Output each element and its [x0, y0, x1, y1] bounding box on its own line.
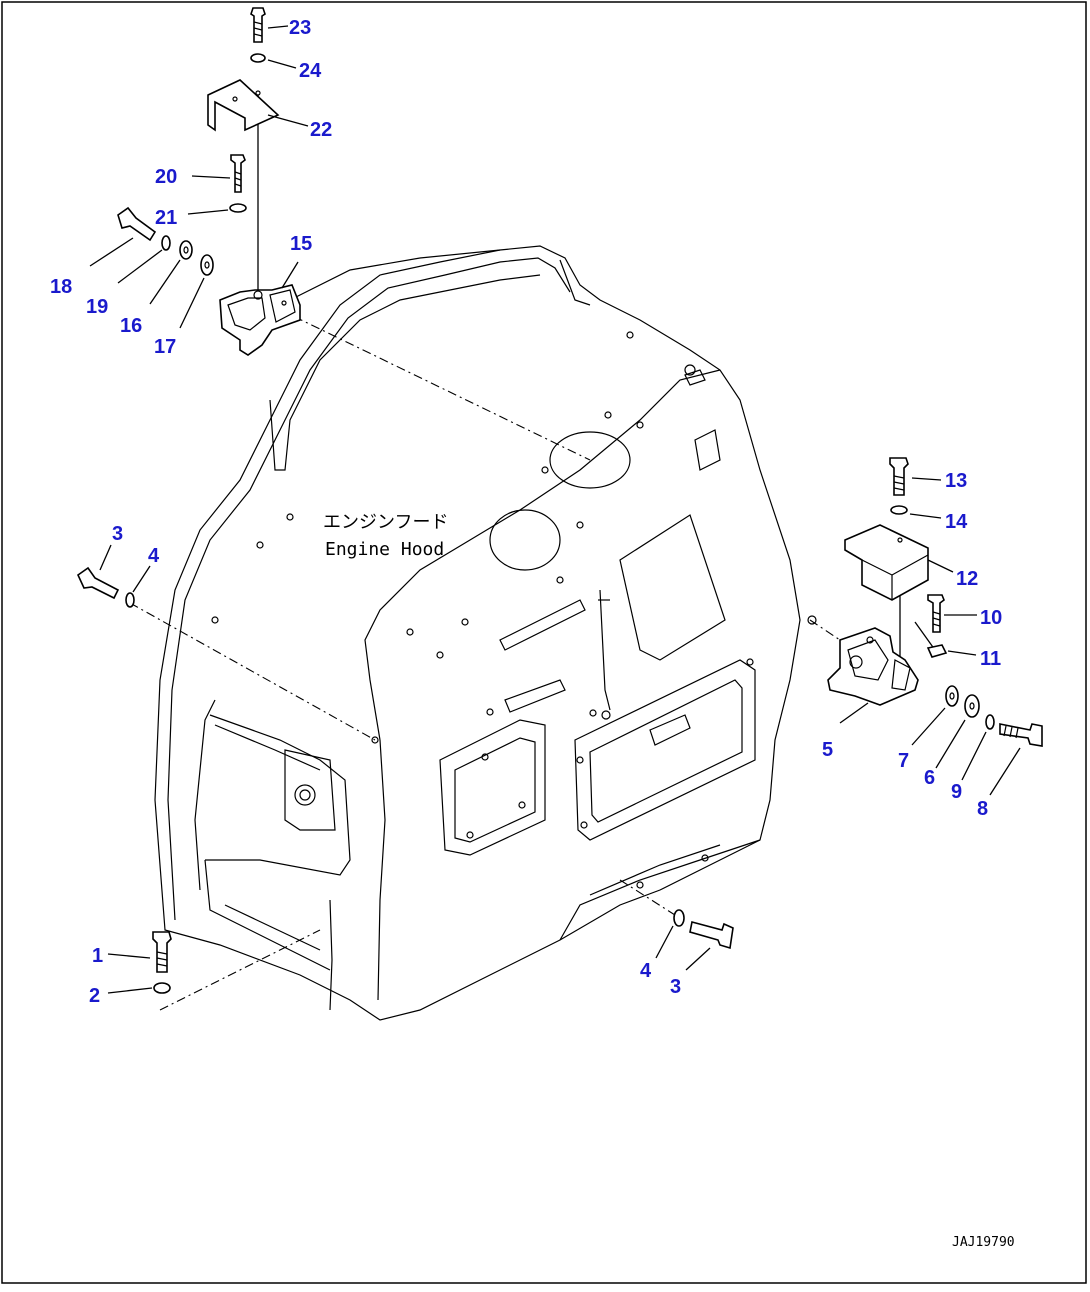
hinge-15 — [219, 284, 301, 356]
washer-6 — [964, 694, 980, 718]
washer-24 — [250, 53, 266, 63]
hood-label-japanese: エンジンフード — [323, 512, 448, 533]
spring-washer-9 — [985, 714, 995, 730]
engine-hood: エンジンフード Engine Hood — [154, 245, 817, 1021]
callout-15: 15 — [290, 233, 312, 255]
callout-3-lower: 3 — [670, 976, 681, 998]
callout-18: 18 — [50, 276, 72, 298]
washer-2 — [153, 982, 171, 994]
drawing-code: JAJ19790 — [952, 1235, 1015, 1250]
left-mount-hardware — [76, 566, 135, 608]
bolt-3-right — [689, 921, 734, 950]
callout-5: 5 — [822, 739, 833, 761]
callout-11: 11 — [980, 648, 1001, 670]
right-hinge-assembly — [827, 457, 1043, 747]
washer-16 — [179, 240, 193, 260]
callout-1: 1 — [92, 945, 103, 967]
assembly-lines — [129, 95, 936, 1011]
callout-22: 22 — [310, 119, 332, 141]
callout-2: 2 — [89, 985, 100, 1007]
washer-7 — [945, 685, 959, 707]
washer-21 — [229, 203, 247, 213]
callout-20: 20 — [155, 166, 177, 188]
callout-23: 23 — [289, 17, 311, 39]
callout-17: 17 — [154, 336, 176, 358]
leader-lines — [89, 25, 1021, 994]
bolt-3-left — [76, 566, 120, 600]
callout-12: 12 — [956, 568, 978, 590]
lower-right-hardware — [673, 909, 734, 950]
callout-numbers: 23 24 22 20 21 15 18 19 16 17 3 4 13 14 … — [50, 17, 1002, 1007]
spring-washer-19 — [161, 235, 171, 251]
bolt-1 — [152, 931, 172, 973]
hood-label-english: Engine Hood — [325, 539, 444, 560]
hinge-5 — [827, 627, 919, 706]
bolt-18 — [117, 206, 157, 242]
washer-4-right — [673, 909, 685, 927]
bolt-10 — [927, 594, 945, 633]
washer-4-left — [125, 592, 135, 608]
cover-22 — [207, 79, 280, 132]
callout-7: 7 — [898, 750, 909, 772]
nut-11 — [926, 644, 948, 658]
callout-10: 10 — [980, 607, 1002, 629]
callout-19: 19 — [86, 296, 108, 318]
callout-21: 21 — [155, 207, 177, 229]
callout-6: 6 — [924, 767, 935, 789]
callout-4-left: 4 — [148, 545, 160, 567]
callout-8: 8 — [977, 798, 988, 820]
callout-9: 9 — [951, 781, 962, 803]
callout-16: 16 — [120, 315, 142, 337]
upper-hinge-assembly — [117, 7, 301, 356]
washer-17 — [200, 254, 214, 276]
bolt-8 — [999, 723, 1043, 747]
bolt-23 — [250, 7, 266, 43]
callout-24: 24 — [299, 60, 322, 82]
washer-14 — [890, 505, 908, 515]
lower-left-hardware — [152, 931, 172, 994]
callout-4-lower: 4 — [640, 960, 652, 982]
callout-14: 14 — [945, 511, 968, 533]
callout-13: 13 — [945, 470, 967, 492]
callout-3-left: 3 — [112, 523, 123, 545]
